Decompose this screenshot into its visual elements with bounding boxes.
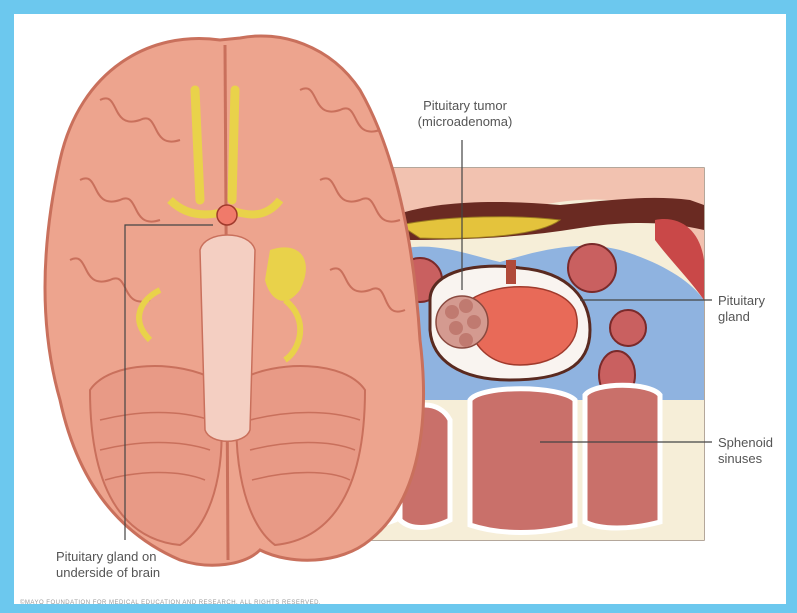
underside-gland-label: Pituitary gland on underside of brain xyxy=(56,549,160,581)
pituitary-gland-label: Pituitary gland xyxy=(718,293,765,325)
pituitary-tumor-label-line1: Pituitary tumor xyxy=(400,98,530,114)
sphenoid-sinuses-label: Sphenoid sinuses xyxy=(718,435,773,467)
pituitary-gland-label-line1: Pituitary xyxy=(718,293,765,309)
pituitary-tumor-label-line2: (microadenoma) xyxy=(400,114,530,130)
underside-gland-label-line1: Pituitary gland on xyxy=(56,549,160,565)
pituitary-gland-marker xyxy=(217,205,237,225)
pituitary-tumor-label: Pituitary tumor (microadenoma) xyxy=(400,98,530,130)
copyright-notice: ©MAYO FOUNDATION FOR MEDICAL EDUCATION A… xyxy=(20,600,321,606)
sphenoid-sinuses-label-line1: Sphenoid xyxy=(718,435,773,451)
underside-gland-label-line2: underside of brain xyxy=(56,565,160,581)
sphenoid-sinuses-label-line2: sinuses xyxy=(718,451,773,467)
pituitary-gland-label-line2: gland xyxy=(718,309,765,325)
brain-underside xyxy=(45,36,423,565)
